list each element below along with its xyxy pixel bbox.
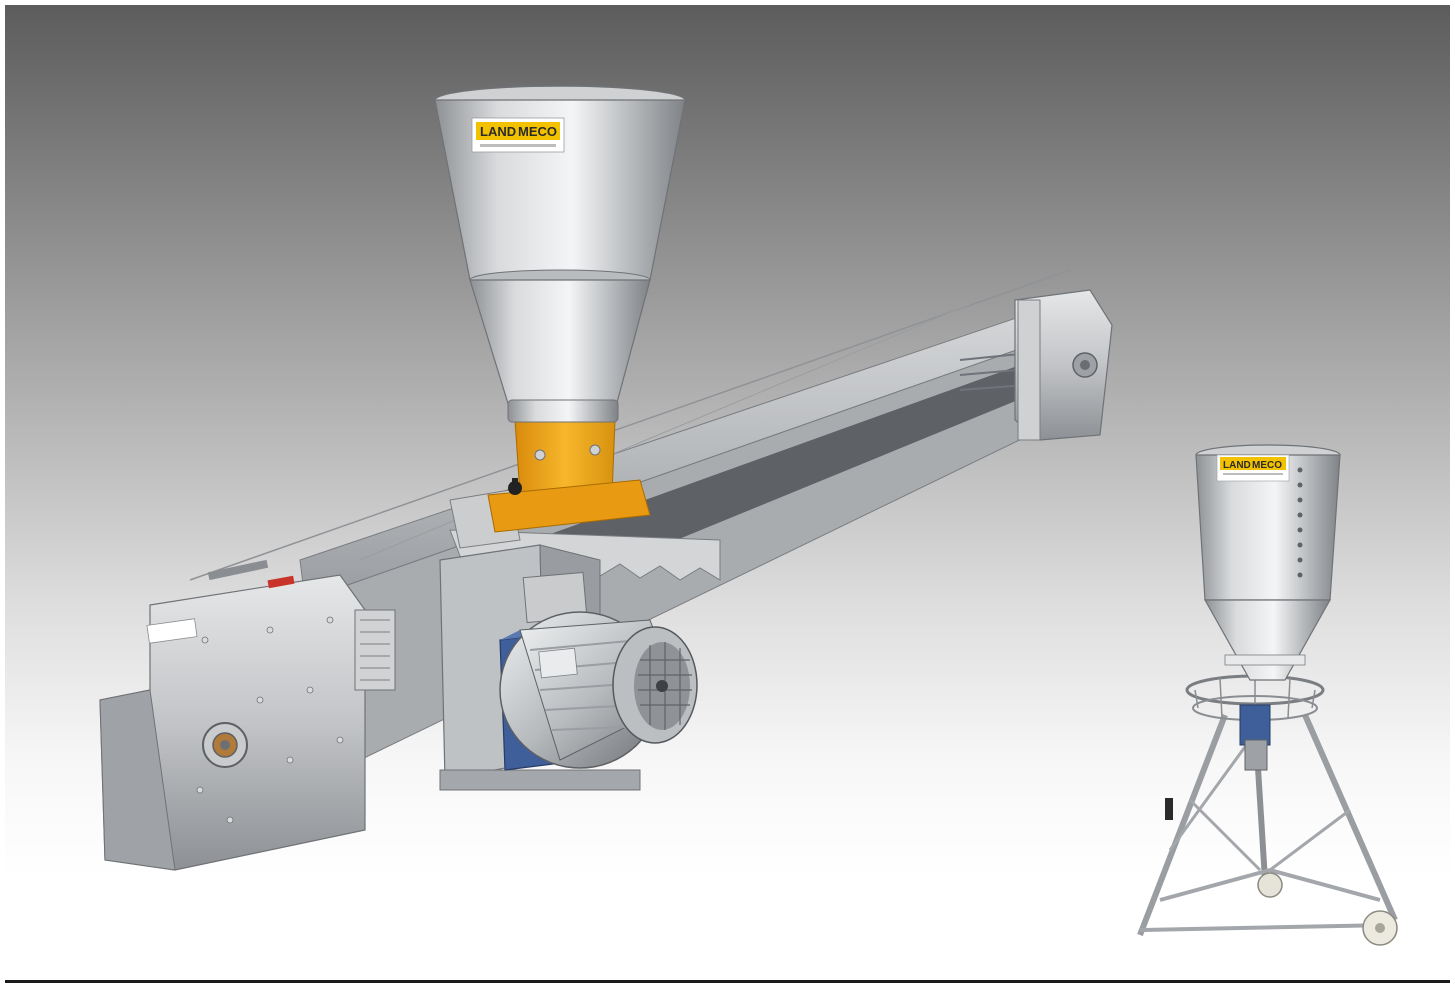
tripod-brand-part2: MECO <box>1252 460 1282 471</box>
tripod-brand-label: LAND MECO <box>1216 454 1290 482</box>
tripod-brand-part1: LAND <box>1223 460 1251 471</box>
large-hopper: LAND MECO <box>434 85 686 423</box>
yellow-inlet <box>487 419 651 533</box>
brand-name-part2: MECO <box>518 124 557 139</box>
hopper-brand-label: LAND MECO <box>471 117 565 153</box>
electric-motor <box>499 571 698 769</box>
brand-name-part1: LAND <box>480 124 516 139</box>
tripod-hopper: LAND MECO <box>1137 444 1398 946</box>
bottom-rule <box>5 980 1450 983</box>
